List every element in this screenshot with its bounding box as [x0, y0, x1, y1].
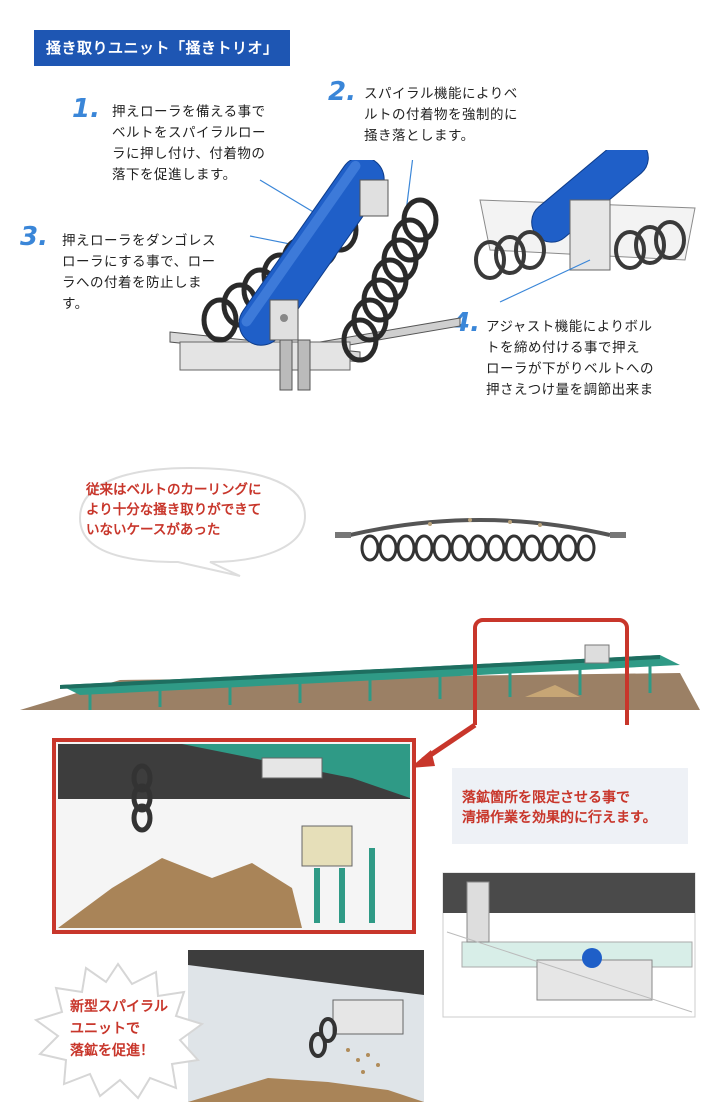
- conveyor-overview-illustration: [20, 618, 700, 725]
- feature-1-number: 1.: [72, 94, 100, 124]
- callout-text: 落鉱箇所を限定させる事で 清掃作業を効果的に行えます。: [462, 790, 657, 826]
- feature-4-text: アジャスト機能によりボル トを締め付ける事で押え ローラが下がりベルトへの 押さ…: [486, 319, 654, 398]
- closeup-illustration: [52, 738, 416, 934]
- feature-3-text: 押えローラをダンゴレス ローラにする事で、ロー ラへの付着を防止しま す。: [62, 233, 216, 312]
- arrow-icon: [410, 722, 477, 768]
- starburst-text: 新型スパイラル ユニットで 落鉱を促進！: [70, 999, 168, 1059]
- feature-2-text: スパイラル機能によりベ ルトの付着物を強制的に 掻き落とします。: [364, 86, 518, 144]
- wireframe-illustration: [442, 872, 696, 1018]
- adjust-unit-illustration: [474, 150, 696, 303]
- callout-box: [452, 768, 688, 844]
- feature-3-number: 3.: [20, 222, 48, 252]
- speech-bubble: [78, 466, 307, 577]
- feature-2-number: 2.: [328, 77, 356, 107]
- starburst-badge: [33, 962, 205, 1100]
- speech-bubble-text: 従来はベルトのカーリングに より十分な掻き取りができて いないケースがあった: [86, 482, 262, 538]
- bottom-closeup-illustration: [188, 950, 424, 1102]
- spiral-unit-illustration: [169, 160, 461, 391]
- title-badge: 掻き取りユニット「掻きトリオ」: [34, 30, 290, 66]
- feature-1-text: 押えローラを備える事で ベルトをスパイラルロー ラに押し付け、付着物の 落下を促…: [112, 104, 266, 183]
- curled-belt-illustration: [335, 518, 626, 562]
